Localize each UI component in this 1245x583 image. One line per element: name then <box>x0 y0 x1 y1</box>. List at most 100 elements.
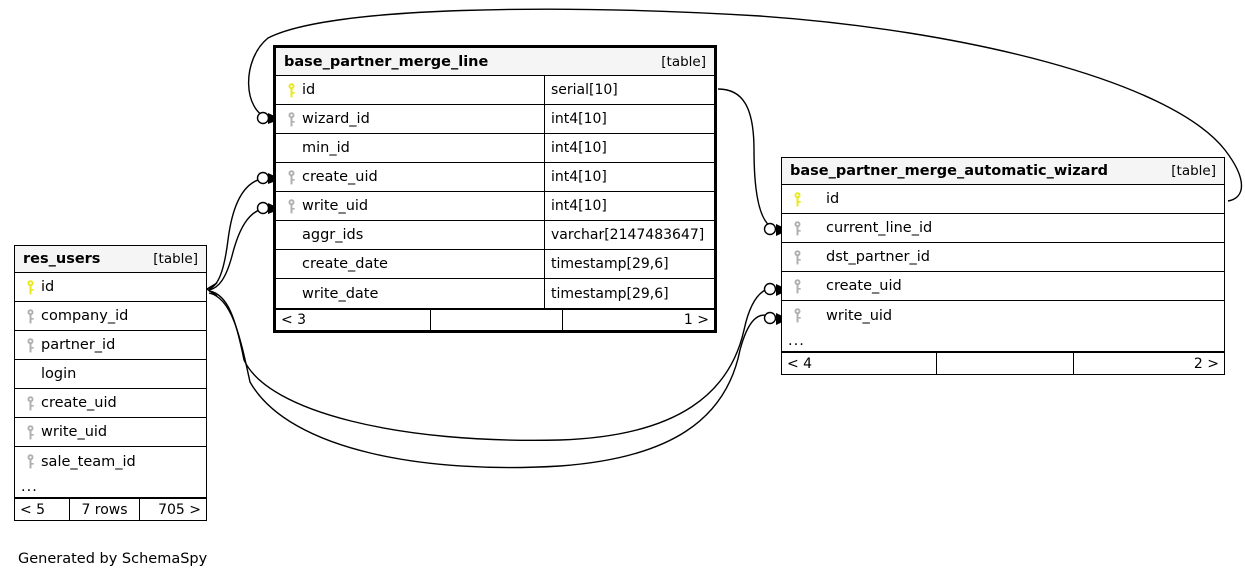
row-count-label <box>937 353 1074 374</box>
column-name: partner_id <box>41 337 116 353</box>
foreign-key-icon <box>21 389 39 417</box>
table-base-partner-merge-line[interactable]: base_partner_merge_line [table] id seria… <box>273 45 717 333</box>
table-row[interactable]: create_uid <box>782 272 1224 301</box>
column-type: int4[10] <box>544 163 714 191</box>
table-type-tag: [table] <box>153 251 198 267</box>
table-row[interactable]: write_uid int4[10] <box>276 192 714 221</box>
column-name: create_uid <box>826 278 902 294</box>
no-key-spacer <box>282 134 300 162</box>
table-footer: < 5 7 rows 705 > <box>15 498 206 520</box>
table-row[interactable]: id <box>782 185 1224 214</box>
table-row[interactable]: write_date timestamp[29,6] <box>276 279 714 308</box>
table-res_users[interactable]: res_users [table] id company_id <box>14 245 207 521</box>
column-type: timestamp[29,6] <box>544 250 714 278</box>
table-row[interactable]: company_id <box>15 302 206 331</box>
column-type: varchar[2147483647] <box>544 221 714 249</box>
foreign-key-icon <box>788 243 806 271</box>
generated-by-caption: Generated by SchemaSpy <box>18 551 208 567</box>
table-row[interactable]: current_line_id <box>782 214 1224 243</box>
prev-page-button[interactable]: < 4 <box>782 353 937 374</box>
table-row[interactable]: wizard_id int4[10] <box>276 105 714 134</box>
table-row[interactable]: create_uid <box>15 389 206 418</box>
column-name: company_id <box>41 308 129 324</box>
foreign-key-icon <box>21 302 39 330</box>
foreign-key-icon <box>788 272 806 300</box>
foreign-key-icon <box>21 331 39 359</box>
column-name: write_uid <box>826 307 893 324</box>
table-row[interactable]: dst_partner_id <box>782 243 1224 272</box>
table-footer: < 4 2 > <box>782 352 1224 374</box>
column-type: int4[10] <box>544 105 714 133</box>
table-title: base_partner_merge_line <box>284 53 489 70</box>
column-name: write_uid <box>41 424 108 440</box>
column-list: id serial[10] wizard_id int4[10] min_id <box>276 76 714 308</box>
foreign-key-icon <box>21 418 39 446</box>
next-page-button[interactable]: 1 > <box>683 312 709 328</box>
more-columns-indicator: ... <box>15 476 206 498</box>
column-name: min_id <box>302 140 350 156</box>
row-count-label: 7 rows <box>70 499 140 520</box>
edge-merge_line-create_uid-to-res_users-id <box>208 177 270 290</box>
column-name: id <box>41 279 55 295</box>
primary-key-icon <box>788 185 806 213</box>
next-page-button[interactable]: 2 > <box>1193 355 1219 372</box>
column-name: current_line_id <box>826 220 933 236</box>
column-name: sale_team_id <box>41 453 136 470</box>
table-row[interactable]: sale_team_id <box>15 447 206 476</box>
prev-page-button[interactable]: < 3 <box>276 310 431 330</box>
column-name: wizard_id <box>302 111 370 127</box>
table-type-tag: [table] <box>1171 163 1216 179</box>
foreign-key-icon <box>21 447 39 476</box>
column-name: id <box>826 191 840 207</box>
no-key-spacer <box>21 360 39 388</box>
table-row[interactable]: aggr_ids varchar[2147483647] <box>276 221 714 250</box>
foreign-key-icon <box>282 192 300 220</box>
column-name: dst_partner_id <box>826 249 930 265</box>
table-row[interactable]: write_uid <box>15 418 206 447</box>
table-row[interactable]: write_uid <box>782 301 1224 330</box>
column-type: serial[10] <box>544 76 714 104</box>
prev-page-button[interactable]: < 5 <box>15 499 70 520</box>
column-name: aggr_ids <box>302 227 364 243</box>
table-title: base_partner_merge_automatic_wizard <box>790 163 1109 179</box>
crowsfoot-res_users-id <box>206 282 218 297</box>
column-name: create_date <box>302 256 388 272</box>
table-row[interactable]: login <box>15 360 206 389</box>
edge-current_line_id-to-merge_line-id <box>717 88 774 229</box>
table-base-partner-merge-automatic-wizard[interactable]: base_partner_merge_automatic_wizard [tab… <box>781 157 1225 375</box>
column-name: write_uid <box>302 198 369 214</box>
column-type: timestamp[29,6] <box>544 279 714 308</box>
column-name: id <box>302 82 316 98</box>
edge-merge_line-write_uid-to-res_users-id <box>208 207 270 291</box>
table-header: base_partner_merge_line [table] <box>276 48 714 76</box>
foreign-key-icon <box>282 163 300 191</box>
column-list: id company_id partner_id <box>15 273 206 476</box>
primary-key-icon <box>21 273 39 301</box>
table-row[interactable]: create_uid int4[10] <box>276 163 714 192</box>
foreign-key-icon <box>282 105 300 133</box>
no-key-spacer <box>282 250 300 278</box>
table-title: res_users <box>23 251 101 267</box>
column-type: int4[10] <box>544 192 714 220</box>
no-key-spacer <box>282 279 300 308</box>
column-list: id current_line_id dst_partner_id <box>782 185 1224 330</box>
column-name: create_uid <box>41 395 117 411</box>
column-name: create_uid <box>302 169 378 185</box>
table-row[interactable]: create_date timestamp[29,6] <box>276 250 714 279</box>
column-name: write_date <box>302 285 379 302</box>
table-row[interactable]: id <box>15 273 206 302</box>
table-row[interactable]: partner_id <box>15 331 206 360</box>
table-row[interactable]: id serial[10] <box>276 76 714 105</box>
row-count-label <box>431 310 563 330</box>
more-columns-indicator: ... <box>782 330 1224 352</box>
table-row[interactable]: min_id int4[10] <box>276 134 714 163</box>
foreign-key-icon <box>788 214 806 242</box>
table-header: res_users [table] <box>15 246 206 273</box>
primary-key-icon <box>282 76 300 104</box>
table-footer: < 3 1 > <box>276 308 714 330</box>
foreign-key-icon <box>788 301 806 330</box>
next-page-button[interactable]: 705 > <box>158 501 201 518</box>
table-header: base_partner_merge_automatic_wizard [tab… <box>782 158 1224 185</box>
column-type: int4[10] <box>544 134 714 162</box>
